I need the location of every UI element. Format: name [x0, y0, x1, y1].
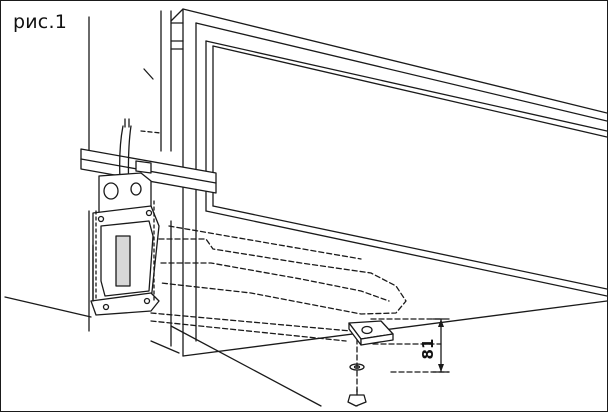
figure-label: рис.1 [13, 11, 67, 33]
wall-post [4, 10, 322, 407]
mounting-plate [80, 148, 217, 194]
gate-frame [170, 8, 607, 357]
arm-hidden-outline [150, 225, 442, 407]
dimension-marker [390, 318, 450, 373]
floor-bracket [347, 320, 394, 407]
dimension-label: 81 [419, 338, 437, 360]
motor-housing [90, 172, 160, 316]
